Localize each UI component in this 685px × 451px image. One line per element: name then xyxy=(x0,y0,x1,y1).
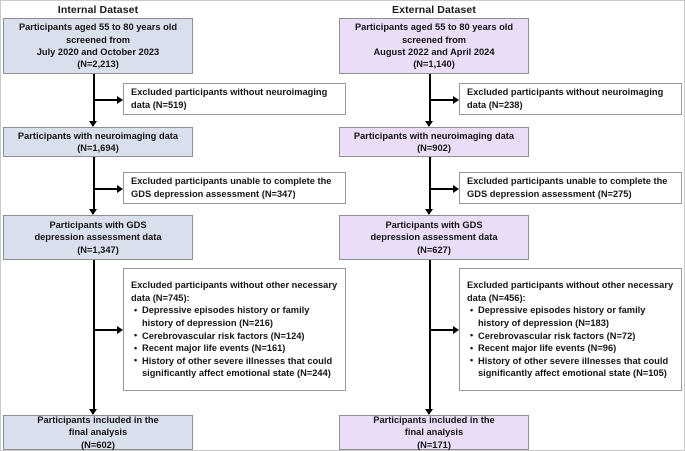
node-line: (N=1,694) xyxy=(77,143,119,153)
exclusion-list-item: Recent major life events (N=161) xyxy=(134,342,340,355)
node-internal-gds: Participants with GDS depression assessm… xyxy=(3,215,193,260)
node-line: (N=602) xyxy=(81,439,115,450)
node-line: Participants with GDS xyxy=(49,219,147,230)
branch-external-2 xyxy=(429,188,454,190)
node-line: Participants included in the xyxy=(373,414,495,425)
branch-internal-1 xyxy=(93,99,118,101)
node-line: (N=171) xyxy=(417,439,451,450)
node-line: final analysis xyxy=(68,427,128,438)
exclusion-header: Excluded participants without neuroimagi… xyxy=(467,87,664,110)
exclusion-list-item: History of other severe illnesses that c… xyxy=(470,354,676,380)
exclusion-internal-other: Excluded participants without other nece… xyxy=(123,268,346,391)
node-line: final analysis xyxy=(404,427,464,438)
exclusion-header: Excluded participants unable to complete… xyxy=(131,176,332,199)
exclusion-header: Excluded participants without other nece… xyxy=(131,280,338,303)
exclusion-external-other: Excluded participants without other nece… xyxy=(459,268,682,391)
arrow-external-3 xyxy=(425,409,433,415)
arrow-branch-external-1 xyxy=(453,95,459,104)
arrow-internal-1 xyxy=(89,121,97,127)
node-internal-final: Participants included in the final analy… xyxy=(3,415,193,450)
node-line: Participants with GDS xyxy=(385,219,483,230)
exclusion-internal-gds: Excluded participants unable to complete… xyxy=(123,172,346,204)
node-internal-screened: Participants aged 55 to 80 years old scr… xyxy=(3,18,193,74)
column-title-internal: Internal Dataset xyxy=(57,4,139,16)
arrow-branch-internal-3 xyxy=(117,325,123,334)
exclusion-list-item: Recent major life events (N=96) xyxy=(470,342,676,355)
connector-external-2 xyxy=(429,157,431,212)
node-line: (N=2,213) xyxy=(77,59,119,70)
exclusion-item-list: Depressive episodes history or family hi… xyxy=(467,304,676,380)
branch-internal-3 xyxy=(93,329,118,331)
arrow-internal-2 xyxy=(89,209,97,215)
node-line: Participants aged 55 to 80 years old xyxy=(354,22,514,33)
arrow-external-2 xyxy=(425,209,433,215)
arrow-branch-external-2 xyxy=(453,184,459,193)
connector-internal-3 xyxy=(93,260,95,412)
exclusion-header: Excluded participants without other nece… xyxy=(467,280,674,303)
arrow-branch-internal-1 xyxy=(117,95,123,104)
node-line: Participants with neuroimaging data xyxy=(353,130,515,141)
exclusion-external-neuroimaging: Excluded participants without neuroimagi… xyxy=(459,83,682,115)
node-line: (N=627) xyxy=(417,244,451,255)
exclusion-external-gds: Excluded participants unable to complete… xyxy=(459,172,682,204)
node-line: July 2020 and October 2023 xyxy=(36,47,160,57)
exclusion-header: Excluded participants unable to complete… xyxy=(467,176,668,199)
exclusion-internal-neuroimaging: Excluded participants without neuroimagi… xyxy=(123,83,346,115)
arrow-branch-external-3 xyxy=(453,325,459,334)
arrow-internal-3 xyxy=(89,409,97,415)
branch-internal-2 xyxy=(93,188,118,190)
exclusion-list-item: Depressive episodes history or family hi… xyxy=(134,304,340,329)
node-line: screened from xyxy=(65,34,131,45)
branch-external-3 xyxy=(429,329,454,331)
exclusion-list-item: Cerebrovascular risk factors (N=124) xyxy=(134,329,340,343)
node-external-neuroimaging: Participants with neuroimaging data (N=9… xyxy=(339,127,529,157)
node-line: Participants included in the xyxy=(37,414,159,425)
column-title-external: External Dataset xyxy=(392,4,476,16)
node-line: Participants aged 55 to 80 years old xyxy=(18,22,178,33)
node-external-final: Participants included in the final analy… xyxy=(339,415,529,450)
node-internal-neuroimaging: Participants with neuroimaging data (N=1… xyxy=(3,127,193,157)
connector-internal-2 xyxy=(93,157,95,212)
exclusion-item-list: Depressive episodes history or family hi… xyxy=(131,304,340,380)
exclusion-header: Excluded participants without neuroimagi… xyxy=(131,87,328,110)
branch-external-1 xyxy=(429,99,454,101)
node-line: Participants with neuroimaging data xyxy=(17,130,179,141)
node-line: depression assessment data xyxy=(34,232,162,243)
node-line: (N=902) xyxy=(417,143,451,153)
node-line: depression assessment data xyxy=(370,232,498,243)
node-external-screened: Participants aged 55 to 80 years old scr… xyxy=(339,18,529,74)
exclusion-list-item: History of other severe illnesses that c… xyxy=(134,354,340,380)
exclusion-list-item: Depressive episodes history or family hi… xyxy=(470,304,676,329)
arrow-branch-internal-2 xyxy=(117,184,123,193)
node-line: (N=1,140) xyxy=(413,59,455,70)
exclusion-list-item: Cerebrovascular risk factors (N=72) xyxy=(470,329,676,343)
node-line: (N=1,347) xyxy=(77,244,119,255)
connector-external-3 xyxy=(429,260,431,412)
node-external-gds: Participants with GDS depression assessm… xyxy=(339,215,529,260)
node-line: screened from xyxy=(401,34,467,45)
node-line: August 2022 and April 2024 xyxy=(373,47,495,57)
arrow-external-1 xyxy=(425,121,433,127)
